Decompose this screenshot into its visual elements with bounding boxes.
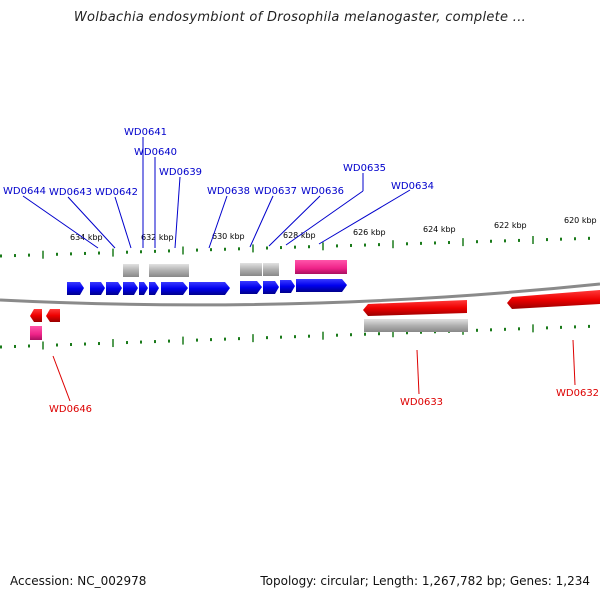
upper-tick-track bbox=[0, 236, 590, 259]
pseudo-feature[interactable] bbox=[123, 264, 139, 277]
gene-label-wd0639[interactable]: WD0639 bbox=[159, 167, 202, 178]
gene-arrow-forward[interactable] bbox=[149, 282, 159, 295]
gene-label-wd0641[interactable]: WD0641 bbox=[124, 127, 167, 138]
gene-arrow-forward[interactable] bbox=[123, 282, 138, 295]
gene-label-wd0643[interactable]: WD0643 bbox=[49, 187, 92, 198]
gene-label-wd0634[interactable]: WD0634 bbox=[391, 181, 434, 192]
gene-label-wd0636[interactable]: WD0636 bbox=[301, 186, 344, 197]
gene-arrow-forward[interactable] bbox=[296, 279, 347, 292]
genome-backbone bbox=[0, 282, 600, 307]
pseudo-feature[interactable] bbox=[149, 264, 161, 277]
pseudo-feature[interactable] bbox=[364, 319, 468, 332]
accession-text: Accession: NC_002978 bbox=[10, 574, 147, 588]
pseudo-feature[interactable] bbox=[263, 263, 279, 276]
gene-arrow-forward[interactable] bbox=[280, 280, 295, 293]
gene-label-wd0638[interactable]: WD0638 bbox=[207, 186, 250, 197]
gene-arrow-forward[interactable] bbox=[161, 282, 188, 295]
scale-label-632: 632 kbp bbox=[141, 233, 174, 242]
gene-arrow-reverse[interactable] bbox=[507, 290, 600, 309]
scale-label-634: 634 kbp bbox=[70, 233, 103, 242]
gene-arrow-forward[interactable] bbox=[67, 282, 84, 295]
scale-label-626: 626 kbp bbox=[353, 228, 386, 237]
genome-summary-text: Topology: circular; Length: 1,267,782 bp… bbox=[260, 574, 590, 588]
gene-arrow-forward[interactable] bbox=[263, 281, 279, 294]
gene-arrow-forward[interactable] bbox=[189, 282, 230, 295]
scale-label-630: 630 kbp bbox=[212, 232, 245, 241]
map-title: Wolbachia endosymbiont of Drosophila mel… bbox=[73, 10, 527, 25]
gene-label-wd0646[interactable]: WD0646 bbox=[49, 404, 92, 415]
gene-arrow-reverse[interactable] bbox=[363, 300, 467, 316]
gene-label-wd0644[interactable]: WD0644 bbox=[3, 186, 46, 197]
gene-arrow-forward[interactable] bbox=[90, 282, 105, 295]
forward-leader-lines bbox=[22, 137, 411, 249]
scale-label-620: 620 kbp bbox=[564, 216, 597, 225]
gene-label-wd0632[interactable]: WD0632 bbox=[556, 388, 599, 399]
scale-label-624: 624 kbp bbox=[423, 225, 456, 234]
gene-arrow-forward[interactable] bbox=[139, 282, 148, 295]
gene-label-wd0642[interactable]: WD0642 bbox=[95, 187, 138, 198]
gene-arrow-reverse[interactable] bbox=[30, 309, 42, 322]
pseudo-feature[interactable] bbox=[161, 264, 189, 277]
rna-feature[interactable] bbox=[295, 260, 347, 274]
gene-label-wd0637[interactable]: WD0637 bbox=[254, 186, 297, 197]
pseudo-feature[interactable] bbox=[240, 263, 262, 276]
gene-arrow-forward[interactable] bbox=[240, 281, 262, 294]
reverse-leader-lines bbox=[52, 339, 576, 402]
gene-label-wd0635[interactable]: WD0635 bbox=[343, 163, 386, 174]
gene-label-wd0633[interactable]: WD0633 bbox=[400, 397, 443, 408]
gene-arrow-forward[interactable] bbox=[106, 282, 122, 295]
lower-tick-track bbox=[0, 324, 590, 350]
gene-label-wd0640[interactable]: WD0640 bbox=[134, 147, 177, 158]
rna-feature[interactable] bbox=[30, 326, 42, 340]
scale-label-622: 622 kbp bbox=[494, 221, 527, 230]
gene-arrow-reverse[interactable] bbox=[46, 309, 60, 322]
